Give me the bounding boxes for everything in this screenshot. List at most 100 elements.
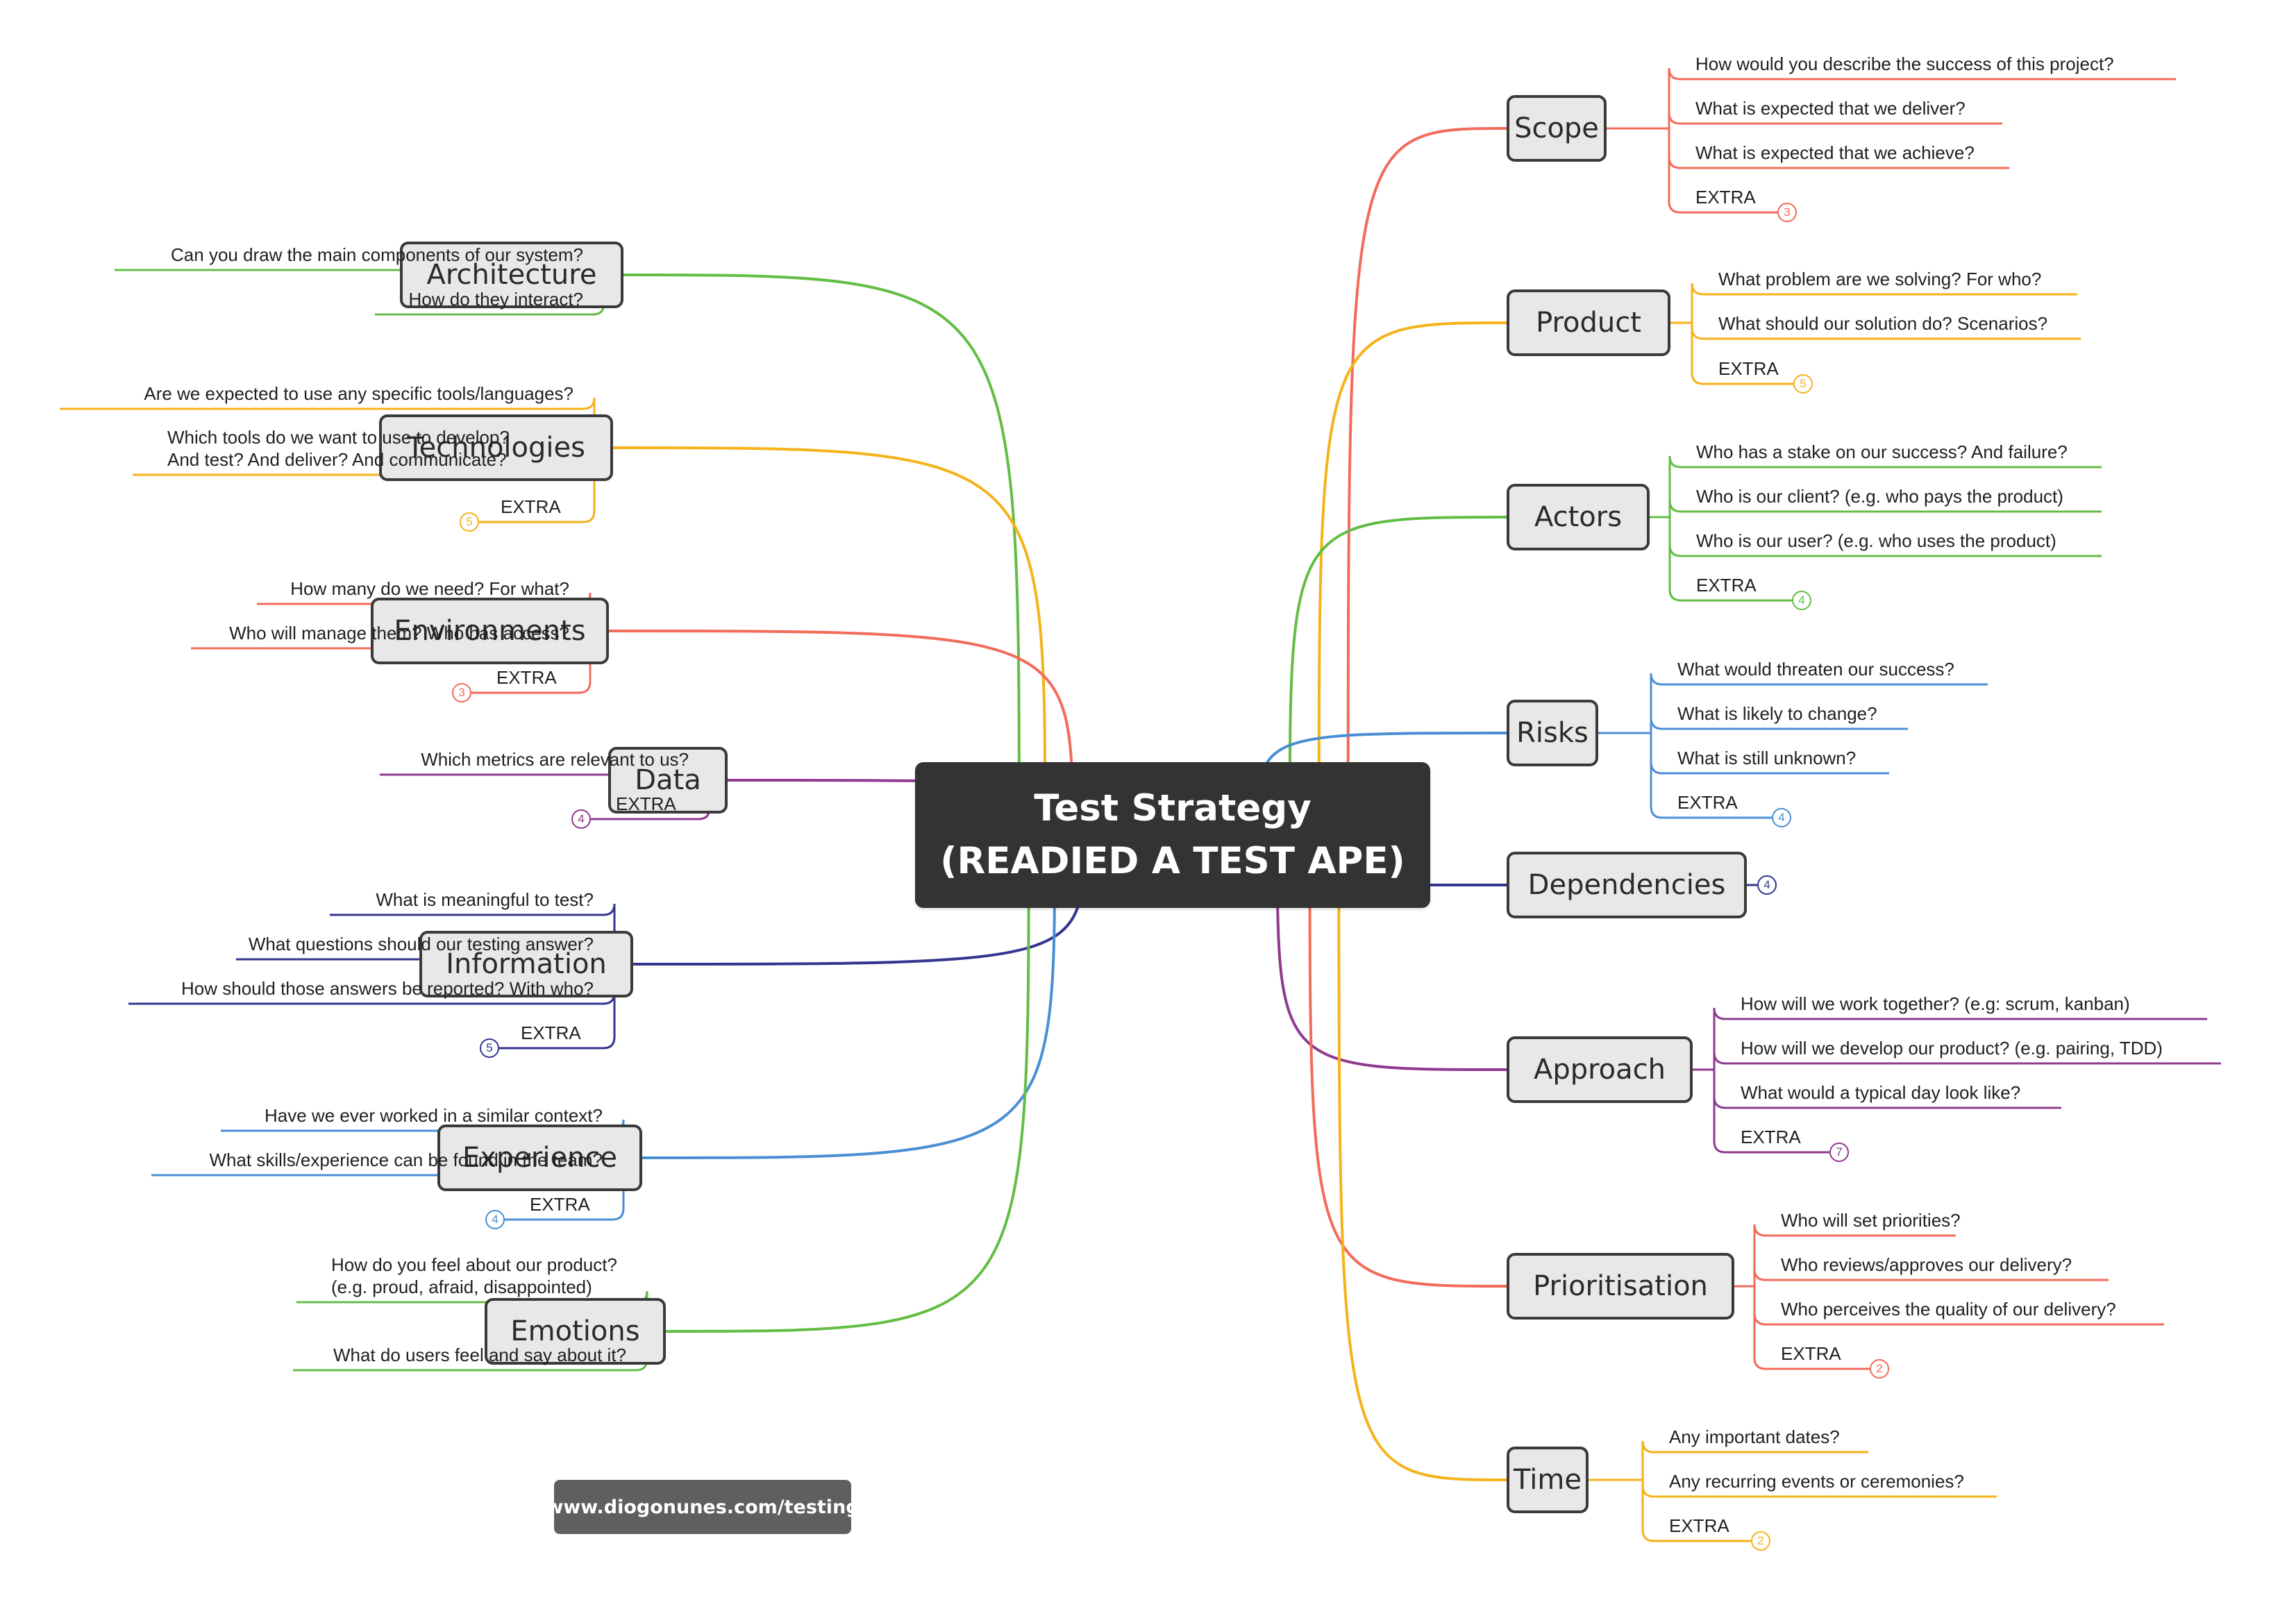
question-architecture-2[interactable]: How do they interact? — [408, 289, 583, 310]
extra-count-badge[interactable]: 3 — [452, 683, 471, 702]
question-approach-2[interactable]: How will we develop our product? (e.g. p… — [1741, 1038, 2163, 1059]
extra-label-data[interactable]: EXTRA — [616, 793, 676, 814]
extra-count-badge[interactable]: 4 — [571, 809, 591, 829]
question-environments-2[interactable]: Who will manage them? Who has access? — [229, 623, 569, 643]
extra-count-badge[interactable]: 7 — [1829, 1143, 1849, 1162]
question-time-2[interactable]: Any recurring events or ceremonies? — [1669, 1471, 1964, 1492]
branch-connector — [608, 630, 1074, 836]
topic-data[interactable]: Data — [608, 747, 728, 814]
question-underline — [1713, 1052, 2221, 1065]
question-technologies-2[interactable]: Which tools do we want to use to develop… — [167, 427, 510, 470]
branch-connector — [623, 273, 1021, 836]
topic-risks[interactable]: Risks — [1507, 700, 1598, 766]
extra-count-badge[interactable]: 5 — [1793, 374, 1813, 394]
topic-architecture[interactable]: Architecture — [400, 242, 623, 308]
extra-label-information[interactable]: EXTRA — [521, 1022, 581, 1043]
question-actors-1[interactable]: Who has a stake on our success? And fail… — [1696, 441, 2068, 462]
question-data-1[interactable]: Which metrics are relevant to us? — [421, 749, 689, 770]
topic-technologies[interactable]: Technologies — [379, 414, 613, 481]
question-information-3[interactable]: How should those answers be reported? Wi… — [181, 978, 594, 999]
extra-count-badge[interactable]: 2 — [1751, 1531, 1770, 1551]
extra-label-experience[interactable]: EXTRA — [530, 1194, 590, 1215]
question-approach-3[interactable]: What would a typical day look like? — [1741, 1082, 2021, 1103]
question-prioritisation-1[interactable]: Who will set priorities? — [1781, 1210, 1961, 1231]
question-scope-1[interactable]: How would you describe the success of th… — [1695, 53, 2114, 74]
question-prioritisation-3[interactable]: Who perceives the quality of our deliver… — [1781, 1299, 2116, 1320]
question-underline — [1641, 1485, 1997, 1498]
extra-underline — [499, 1036, 616, 1050]
question-environments-1[interactable]: How many do we need? For what? — [290, 578, 569, 599]
extra-label-time[interactable]: EXTRA — [1669, 1515, 1729, 1536]
central-subtitle: (READIED A TEST APE) — [940, 840, 1405, 882]
extra-count-badge[interactable]: 5 — [480, 1038, 499, 1058]
extra-label-environments[interactable]: EXTRA — [496, 667, 557, 688]
topic-actors[interactable]: Actors — [1507, 484, 1650, 550]
extra-count-badge[interactable]: 5 — [460, 512, 479, 532]
question-experience-1[interactable]: Have we ever worked in a similar context… — [265, 1105, 603, 1126]
question-emotions-1[interactable]: How do you feel about our product? (e.g.… — [331, 1254, 617, 1297]
branch-connector — [1317, 321, 1507, 836]
central-title: Test Strategy — [1034, 787, 1312, 829]
question-time-1[interactable]: Any important dates? — [1669, 1426, 1840, 1447]
extra-underline — [479, 510, 596, 523]
topic-dependencies[interactable]: Dependencies — [1507, 852, 1747, 918]
central-topic[interactable]: Test Strategy (READIED A TEST APE) — [915, 762, 1430, 908]
extra-underline — [1753, 1357, 1870, 1370]
topic-information[interactable]: Information — [419, 931, 633, 997]
question-underline — [1691, 327, 2081, 340]
question-underline — [1650, 673, 1988, 686]
question-actors-2[interactable]: Who is our client? (e.g. who pays the pr… — [1696, 486, 2063, 507]
question-underline — [1668, 67, 2176, 81]
topic-emotions[interactable]: Emotions — [485, 1298, 666, 1365]
branch-connector — [1337, 834, 1507, 1481]
question-underline — [1641, 1440, 1868, 1454]
branch-connector — [665, 834, 1030, 1333]
extra-count-badge[interactable]: 4 — [1757, 875, 1777, 895]
question-approach-1[interactable]: How will we work together? (e.g: scrum, … — [1741, 993, 2130, 1014]
topic-time[interactable]: Time — [1507, 1447, 1589, 1513]
question-risks-2[interactable]: What is likely to change? — [1677, 703, 1877, 724]
extra-label-prioritisation[interactable]: EXTRA — [1781, 1343, 1841, 1364]
extra-count-badge[interactable]: 3 — [1777, 203, 1797, 222]
question-prioritisation-2[interactable]: Who reviews/approves our delivery? — [1781, 1254, 2072, 1275]
question-architecture-1[interactable]: Can you draw the main components of our … — [171, 244, 583, 265]
extra-count-badge[interactable]: 2 — [1870, 1359, 1889, 1379]
question-scope-2[interactable]: What is expected that we deliver? — [1695, 98, 1966, 119]
extra-label-actors[interactable]: EXTRA — [1696, 575, 1757, 596]
extra-count-badge[interactable]: 4 — [1792, 591, 1811, 610]
branch-connector — [642, 834, 1057, 1159]
question-information-1[interactable]: What is meaningful to test? — [376, 889, 594, 910]
topic-experience[interactable]: Experience — [437, 1124, 642, 1191]
website-link[interactable]: www.diogonunes.com/testing — [546, 1480, 860, 1534]
extra-label-scope[interactable]: EXTRA — [1695, 187, 1756, 208]
extra-underline — [1668, 589, 1792, 602]
branch-connector — [1288, 516, 1507, 836]
topic-scope[interactable]: Scope — [1507, 95, 1607, 162]
extra-label-product[interactable]: EXTRA — [1718, 358, 1779, 379]
question-risks-3[interactable]: What is still unknown? — [1677, 748, 1857, 768]
question-underline — [1650, 717, 1908, 730]
extra-underline — [505, 1208, 625, 1221]
question-underline — [1668, 156, 2009, 169]
extra-underline — [1691, 372, 1793, 385]
question-emotions-2[interactable]: What do users feel and say about it? — [333, 1345, 626, 1365]
extra-count-badge[interactable]: 4 — [1772, 808, 1791, 827]
question-risks-1[interactable]: What would threaten our success? — [1677, 659, 1954, 680]
question-scope-3[interactable]: What is expected that we achieve? — [1695, 142, 1975, 163]
topic-prioritisation[interactable]: Prioritisation — [1507, 1253, 1734, 1320]
question-product-1[interactable]: What problem are we solving? For who? — [1718, 269, 2042, 289]
question-information-2[interactable]: What questions should our testing answer… — [248, 934, 594, 954]
extra-label-technologies[interactable]: EXTRA — [501, 496, 561, 517]
question-experience-2[interactable]: What skills/experience can be found in t… — [209, 1149, 603, 1170]
topic-environments[interactable]: Environments — [371, 598, 609, 664]
question-product-2[interactable]: What should our solution do? Scenarios? — [1718, 313, 2048, 334]
topic-product[interactable]: Product — [1507, 289, 1670, 356]
question-underline — [1713, 1096, 2061, 1109]
extra-label-risks[interactable]: EXTRA — [1677, 792, 1738, 813]
question-actors-3[interactable]: Who is our user? (e.g. who uses the prod… — [1696, 530, 2056, 551]
extra-underline — [1650, 806, 1772, 819]
extra-count-badge[interactable]: 4 — [485, 1210, 505, 1229]
extra-label-approach[interactable]: EXTRA — [1741, 1127, 1801, 1147]
topic-approach[interactable]: Approach — [1507, 1036, 1693, 1103]
question-technologies-1[interactable]: Are we expected to use any specific tool… — [144, 383, 573, 404]
